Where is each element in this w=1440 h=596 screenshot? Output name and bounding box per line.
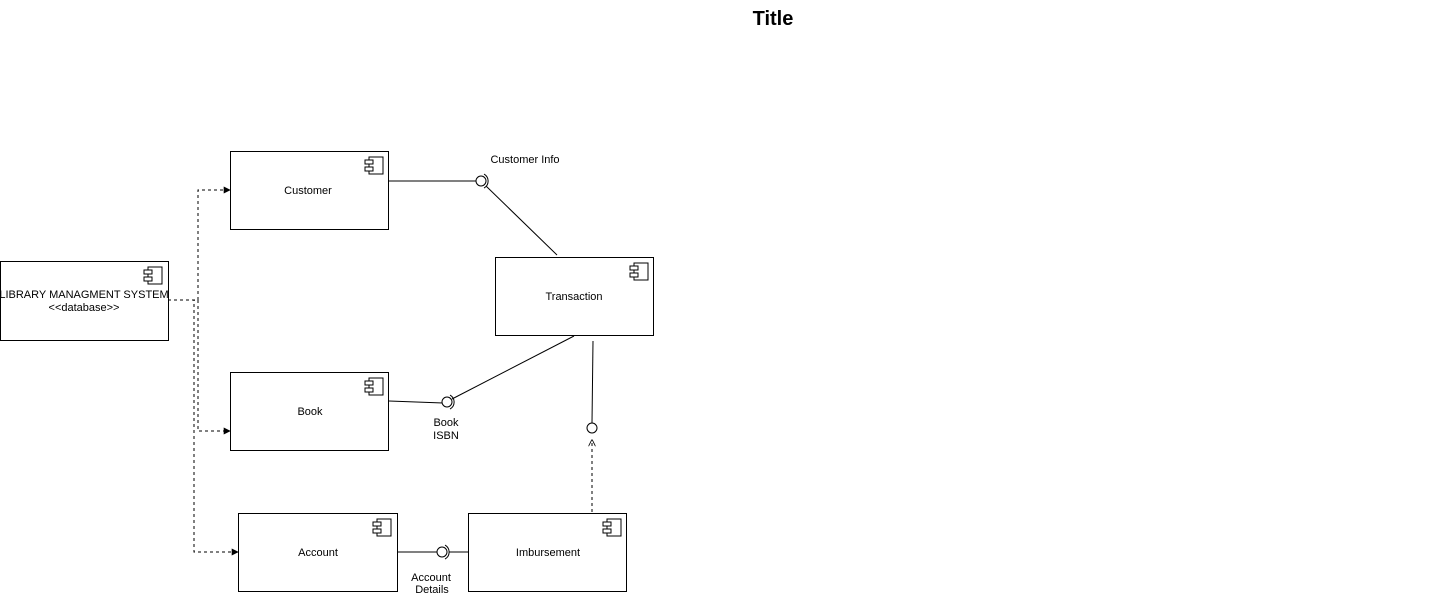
label-customer-info: Customer Info: [490, 154, 559, 166]
lollipop-ball-icon: [436, 546, 448, 558]
customer-info-to-transaction-line[interactable]: [485, 185, 558, 256]
book-provided-line[interactable]: [388, 400, 444, 404]
label-book-isbn-line1: Book: [433, 417, 459, 429]
component-library-system[interactable]: LIBRARY MANAGMENT SYSTEM <<database>>: [0, 261, 169, 341]
book-isbn-to-transaction-line[interactable]: [451, 335, 575, 400]
component-box: [0, 261, 169, 341]
component-icon: [364, 377, 384, 396]
component-box: [230, 151, 389, 230]
component-account[interactable]: Account: [238, 513, 398, 592]
component-icon: [629, 262, 649, 281]
interface-book-isbn[interactable]: [441, 394, 455, 410]
label-account-details-line2: Details: [415, 584, 449, 596]
component-name: Imbursement: [516, 547, 580, 559]
interface-customer-info[interactable]: [475, 173, 489, 189]
socket-icon: [483, 173, 489, 189]
component-imbursement[interactable]: Imbursement: [468, 513, 627, 592]
component-box: [230, 372, 389, 451]
diagram-title: Title: [753, 8, 794, 30]
dependency-library-to-book[interactable]: [168, 299, 231, 435]
component-box: [495, 257, 654, 336]
component-name: LIBRARY MANAGMENT SYSTEM: [0, 289, 169, 301]
lollipop-ball-icon: [586, 422, 598, 434]
label-account-details-line1: Account: [411, 572, 451, 584]
component-box: [238, 513, 398, 592]
interface-transaction-provided[interactable]: [586, 422, 598, 434]
component-name: Transaction: [545, 291, 602, 303]
component-icon: [372, 518, 392, 537]
lollipop-ball-icon: [441, 396, 453, 408]
component-transaction[interactable]: Transaction: [495, 257, 654, 336]
component-customer[interactable]: Customer: [230, 151, 389, 230]
component-icon: [143, 266, 163, 285]
component-stereotype: <<database>>: [49, 302, 120, 314]
label-book-isbn-line2: ISBN: [433, 430, 459, 442]
transaction-provided-line[interactable]: [591, 340, 594, 424]
component-book[interactable]: Book: [230, 372, 389, 451]
socket-icon: [444, 544, 450, 560]
socket-icon: [449, 394, 455, 410]
component-name: Account: [298, 547, 338, 559]
dependency-edges: [168, 186, 592, 556]
component-name: Book: [297, 406, 323, 418]
lollipop-ball-icon: [475, 175, 487, 187]
component-box: [468, 513, 627, 592]
interface-edges: [388, 180, 594, 553]
dependency-library-to-customer[interactable]: [168, 186, 231, 301]
dependency-library-to-account[interactable]: [168, 299, 239, 556]
interface-account-details[interactable]: [436, 544, 450, 560]
component-name: Customer: [284, 185, 332, 197]
component-icon: [602, 518, 622, 537]
component-icon: [364, 156, 384, 175]
